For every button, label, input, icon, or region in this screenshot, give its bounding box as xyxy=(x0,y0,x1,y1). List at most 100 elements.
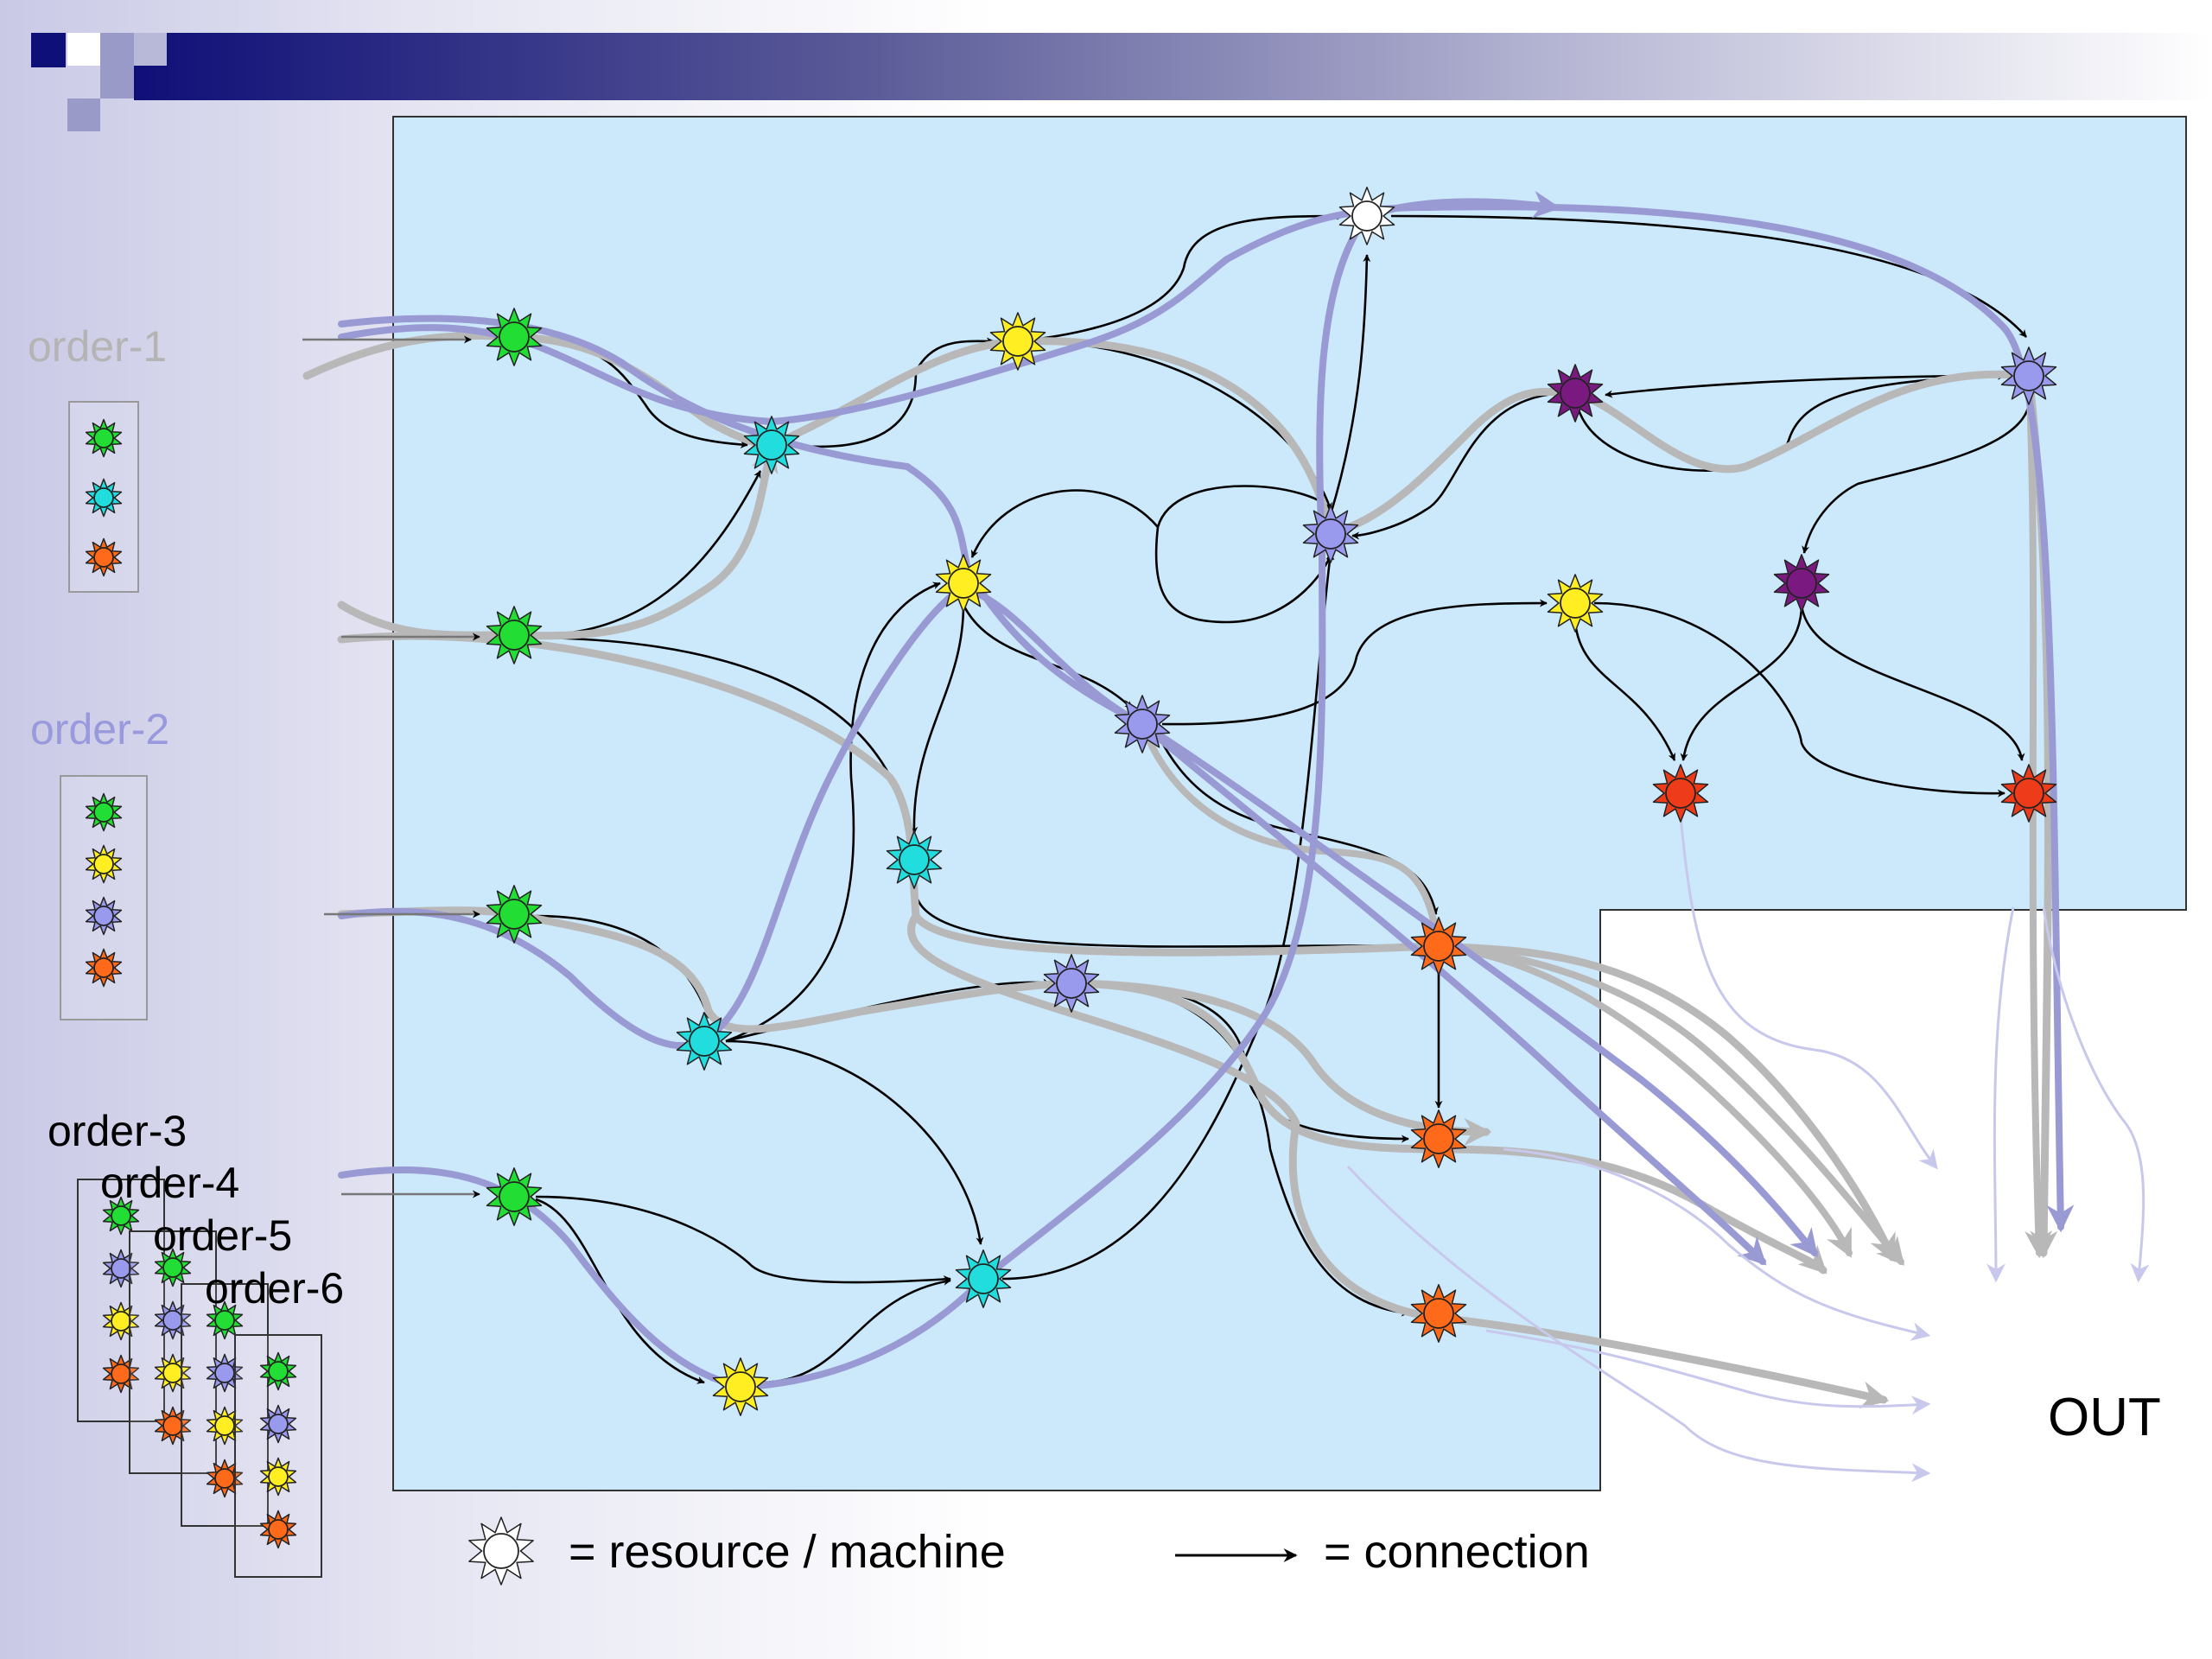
header-square xyxy=(100,33,134,66)
order-2-route xyxy=(338,203,2075,1233)
order-1-route xyxy=(337,632,1897,1262)
order-2-card-op-green xyxy=(85,792,123,832)
exit-flow-arrow xyxy=(1986,906,2015,1283)
machine-green-1 xyxy=(486,308,543,366)
order-5-card xyxy=(181,1283,269,1527)
order-5-card-op-green xyxy=(206,1300,244,1340)
machine-green-4 xyxy=(486,1167,543,1226)
order-6-card xyxy=(234,1334,322,1578)
factory-floor xyxy=(392,116,2187,1491)
order-2-card xyxy=(60,775,148,1020)
header-square xyxy=(100,66,134,99)
order-4-card-op-green xyxy=(154,1248,192,1287)
legend-resource-text: = resource / machine xyxy=(569,1526,1006,1578)
machine-yellow-4 xyxy=(1547,574,1604,632)
machine-lavender-2 xyxy=(1114,695,1171,753)
machine-yellow-2 xyxy=(935,554,992,613)
order-5-label: order-5 xyxy=(153,1211,293,1260)
order-1-card-op-cyan xyxy=(85,478,123,518)
machine-cyan-3 xyxy=(676,1012,733,1071)
order-2-route xyxy=(338,315,1818,1257)
machine-yellow-3 xyxy=(712,1357,769,1416)
connection-arrow xyxy=(725,582,941,1043)
legend-resource-icon xyxy=(468,1516,534,1586)
header-gradient-bar xyxy=(134,33,2212,100)
machine-purple-2 xyxy=(1773,554,1830,613)
order-1-card xyxy=(68,401,139,593)
connection-arrow xyxy=(1329,254,1371,515)
legend-connection-text: = connection xyxy=(1324,1526,1590,1578)
order-1-route xyxy=(1067,979,1492,1146)
connection-arrow xyxy=(1017,212,1344,343)
connection-arrow xyxy=(1161,599,1548,726)
order-5-card-op-orange xyxy=(206,1459,244,1498)
order-4-card xyxy=(129,1230,217,1474)
machine-cyan-1 xyxy=(743,416,800,474)
machine-lavender-3 xyxy=(1043,954,1100,1013)
machine-white-1 xyxy=(1338,187,1395,245)
order-1-card-op-orange xyxy=(85,537,123,577)
order-6-card-op-orange xyxy=(259,1510,297,1549)
connection-arrow xyxy=(1800,604,2025,761)
order-4-label: order-4 xyxy=(100,1159,240,1207)
connection-arrow xyxy=(1593,601,2005,798)
connection-arrow xyxy=(910,604,965,835)
exit-flow-arrow xyxy=(2042,906,2150,1283)
machine-cyan-4 xyxy=(955,1249,1012,1308)
order-5-card-op-lavender xyxy=(206,1353,244,1393)
order-1-label: order-1 xyxy=(28,322,168,371)
connection-arrow xyxy=(790,337,995,448)
machine-orange-3 xyxy=(1410,1284,1467,1343)
connection-arrow xyxy=(1351,391,1576,540)
machine-yellow-1 xyxy=(989,312,1046,371)
connection-arrow xyxy=(970,489,1159,558)
legend-graphics xyxy=(468,1516,1298,1586)
machine-green-2 xyxy=(486,606,543,664)
exit-flow-arrow xyxy=(1346,1165,1931,1483)
connection-arrow xyxy=(535,1195,951,1284)
machine-lavender-4 xyxy=(2000,346,2057,405)
out-label: OUT xyxy=(2048,1388,2161,1447)
machine-orange-1 xyxy=(1410,917,1467,976)
connection-arrow xyxy=(1154,485,1335,624)
order-2-card-op-orange xyxy=(85,948,123,988)
order-5-card-op-yellow xyxy=(206,1406,244,1446)
order-1-card-op-green xyxy=(85,418,123,458)
order-3-card xyxy=(77,1179,165,1422)
connection-arrow xyxy=(1802,392,2031,554)
machine-green-3 xyxy=(486,885,543,944)
order-6-card-op-green xyxy=(259,1351,297,1391)
order-3-label: order-3 xyxy=(48,1107,188,1155)
connection-arrow xyxy=(914,880,1414,950)
machine-red-2 xyxy=(2000,764,2057,823)
connection-arrow xyxy=(1573,621,1676,761)
order-2-card-op-lavender xyxy=(85,896,123,936)
machine-cyan-2 xyxy=(886,830,943,889)
connection-arrow xyxy=(1573,372,2005,472)
exit-flow-arrow xyxy=(1679,816,1938,1170)
order-3-card-op-green xyxy=(102,1196,140,1236)
header-square xyxy=(31,33,66,67)
order-2-label: order-2 xyxy=(30,705,170,753)
header-decoration xyxy=(31,33,2212,131)
order-2-route xyxy=(338,190,1561,1391)
order-6-label: order-6 xyxy=(205,1264,345,1313)
header-square xyxy=(67,33,100,66)
order-cards-layer xyxy=(60,401,322,1578)
order-route-gray xyxy=(1435,943,1853,1258)
exit-flow-arrow xyxy=(1485,1329,1931,1415)
order-2-card-op-yellow xyxy=(85,844,123,884)
connections-layer xyxy=(535,212,2031,1384)
connection-arrow xyxy=(725,1039,984,1245)
machines-layer xyxy=(486,187,2057,1416)
header-square xyxy=(67,99,100,131)
order-2-route xyxy=(338,583,1767,1266)
machine-lavender-1 xyxy=(1302,505,1359,563)
order-route-gray xyxy=(2024,372,2053,1259)
exit-flow-arrow xyxy=(1503,1147,1931,1341)
order-1-route xyxy=(907,912,1890,1409)
machine-purple-1 xyxy=(1547,364,1604,423)
header-square xyxy=(134,33,167,66)
